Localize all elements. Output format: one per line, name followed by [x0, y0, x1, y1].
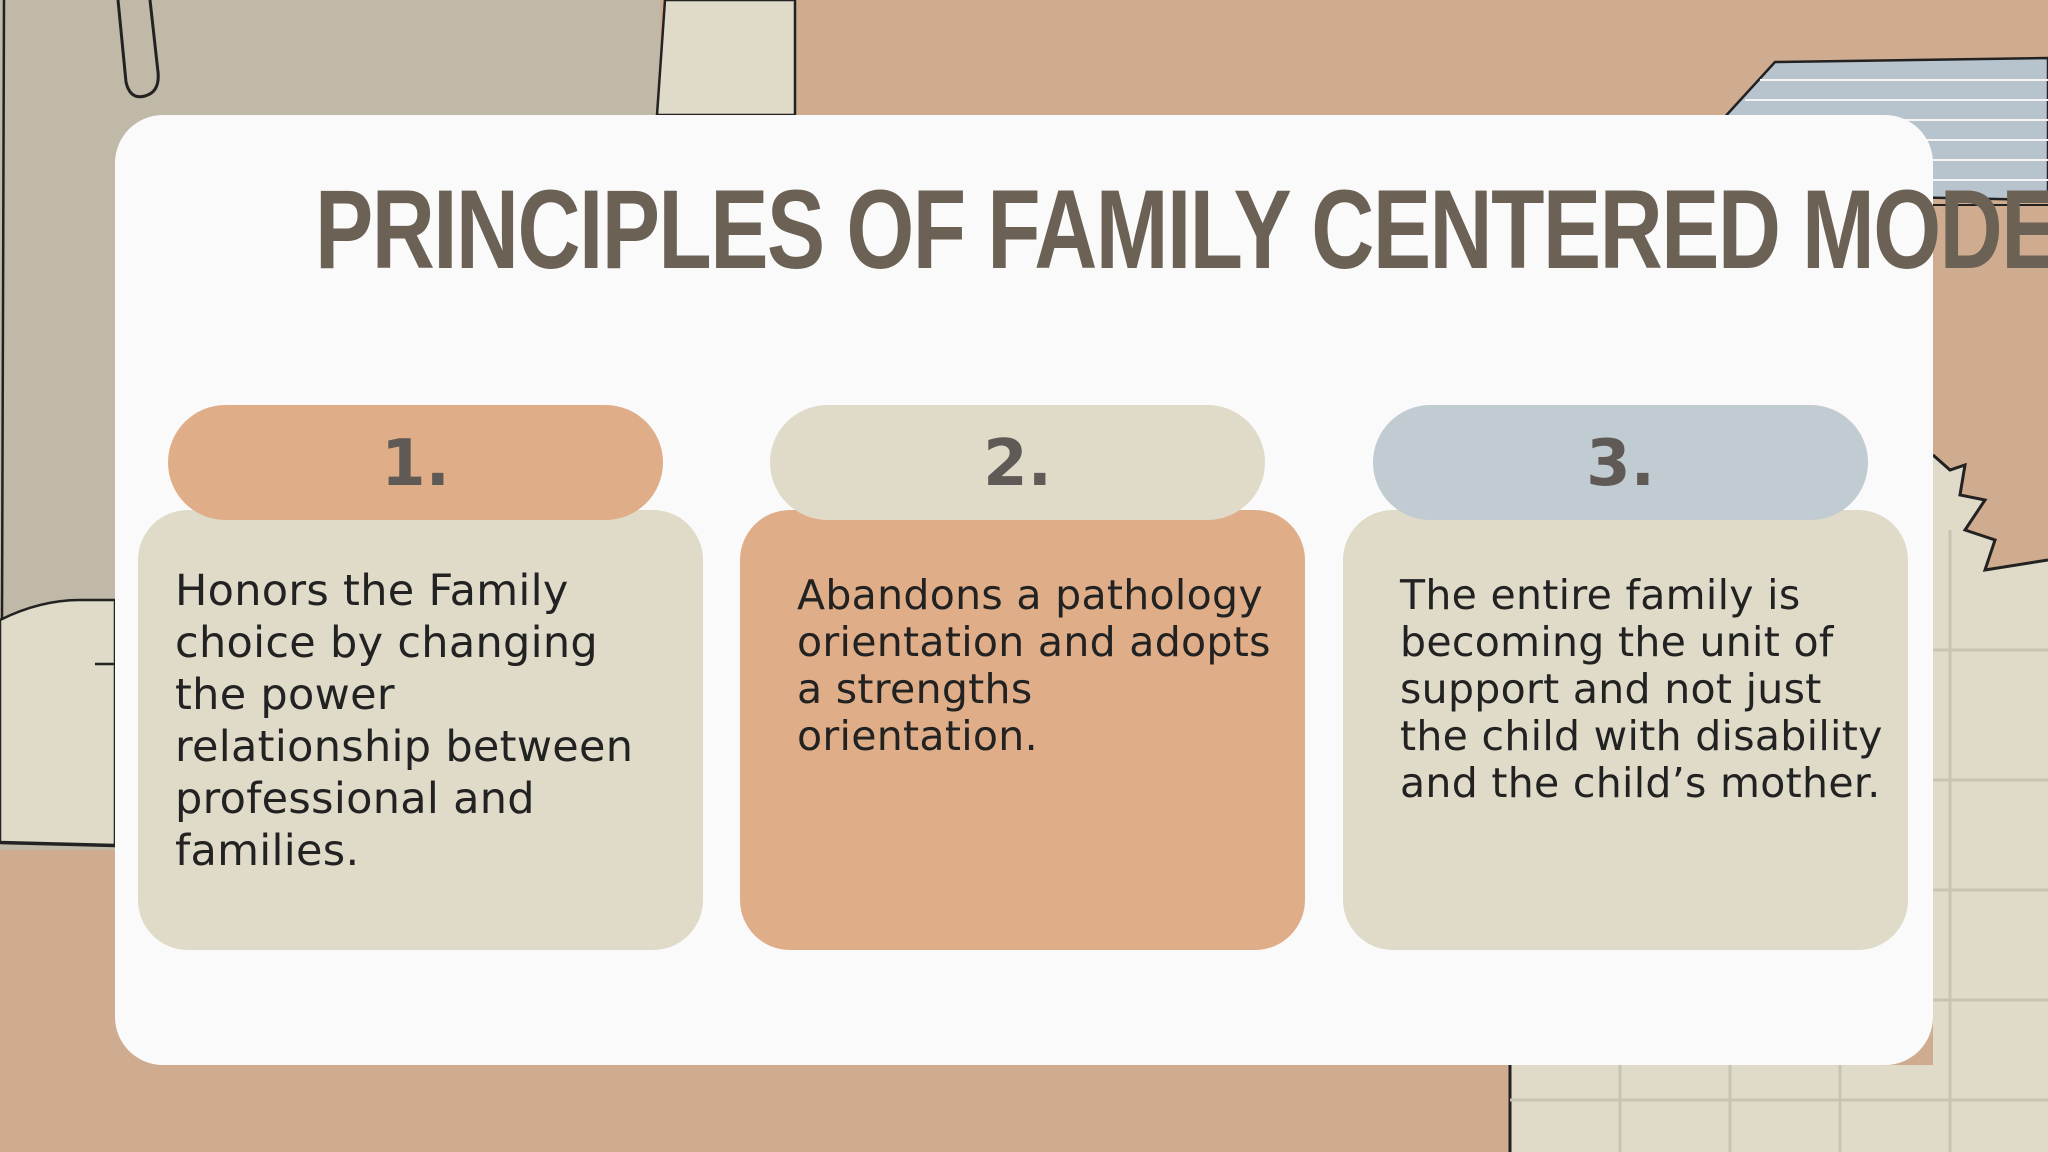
principle-box-1: Honors the Family choice by changing the… [138, 510, 703, 950]
principle-number-1: 1. [168, 405, 663, 520]
principle-text-3: The entire family is becoming the unit o… [1400, 571, 1883, 807]
principle-card-2: 2. Abandons a pathology orientation and … [740, 405, 1305, 950]
paper-clip-icon [116, 0, 160, 99]
principle-box-2: Abandons a pathology orientation and ado… [740, 510, 1305, 950]
principle-card-1: 1. Honors the Family choice by changing … [138, 405, 703, 950]
principle-number-3: 3. [1373, 405, 1868, 520]
page-title: PRINCIPLES OF FAMILY CENTERED MODEL [314, 167, 2048, 292]
principle-text-2: Abandons a pathology orientation and ado… [797, 571, 1271, 760]
principle-card-3: 3. The entire family is becoming the uni… [1343, 405, 1908, 950]
principle-text-1: Honors the Family choice by changing the… [175, 566, 634, 876]
principle-number-2: 2. [770, 405, 1265, 520]
principle-box-3: The entire family is becoming the unit o… [1343, 510, 1908, 950]
grid-paper [1508, 453, 2048, 1152]
